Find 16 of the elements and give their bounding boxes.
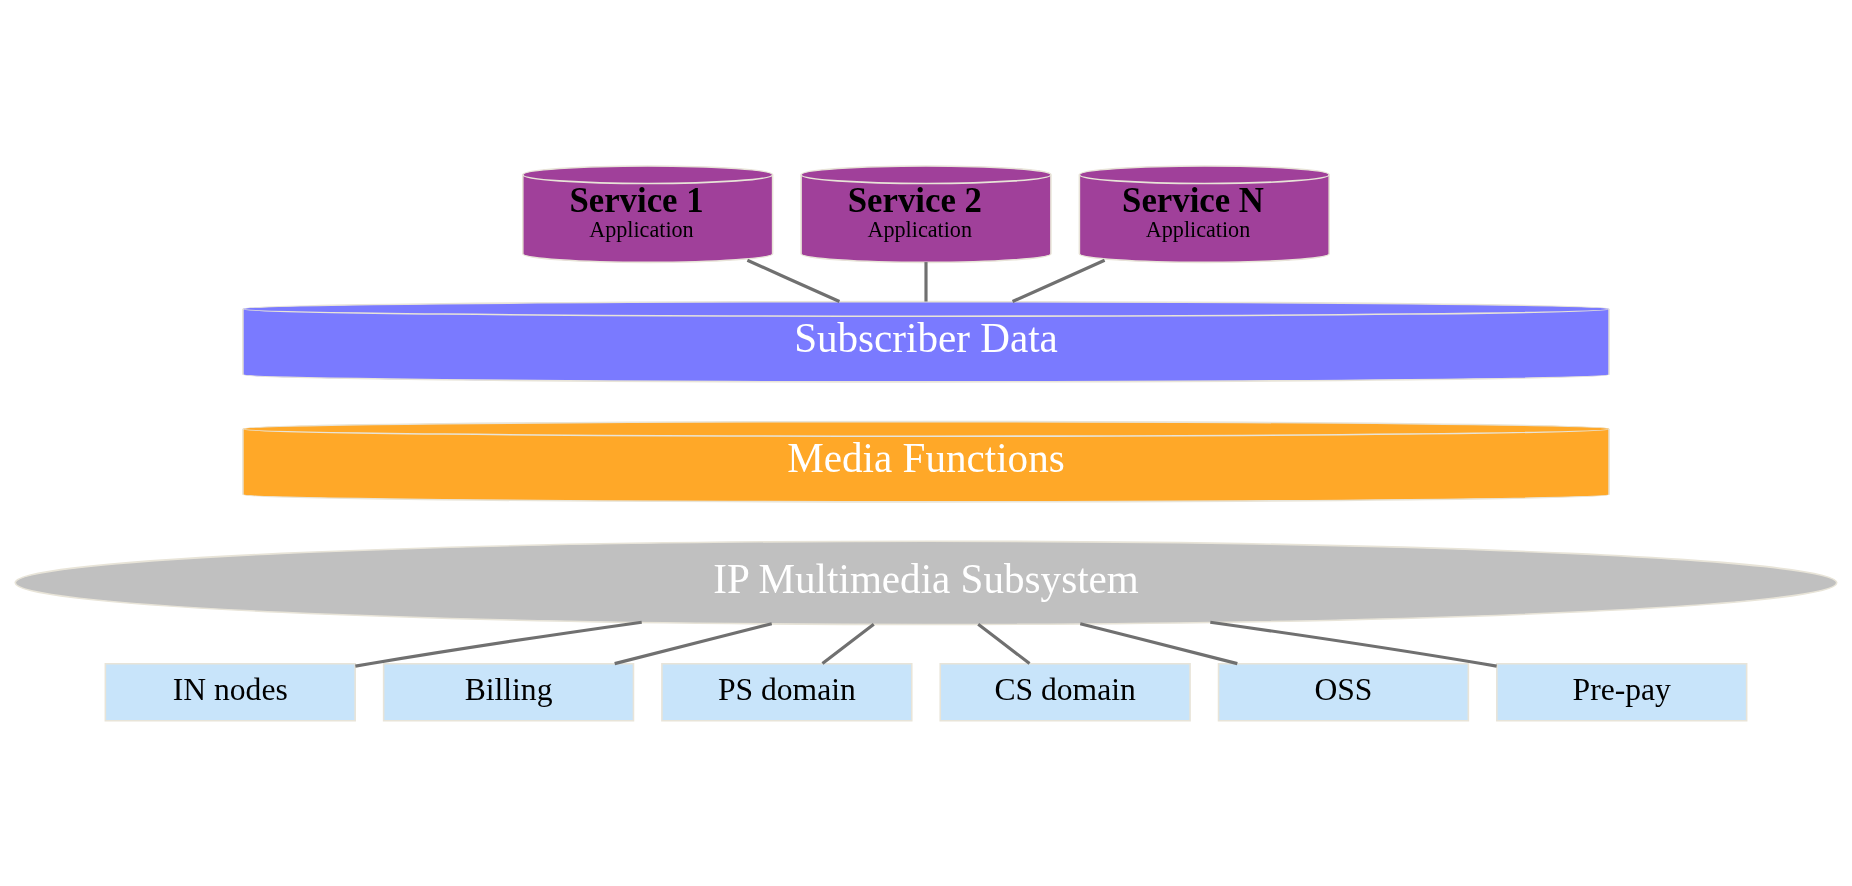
node-box: Billing: [382, 662, 635, 721]
connector: [977, 622, 1031, 665]
connector: [746, 258, 841, 303]
node-box: OSS: [1217, 662, 1470, 721]
connector: [614, 621, 773, 665]
node-box: IN nodes: [104, 662, 356, 721]
node-box: PS domain: [661, 662, 913, 721]
connector: [1011, 258, 1106, 303]
connector: [1210, 620, 1497, 668]
node-box: CS domain: [939, 662, 1191, 721]
connector: [924, 261, 928, 302]
connector: [1079, 621, 1238, 665]
node-ellipse: IP Multimedia Subsystem: [14, 539, 1838, 625]
connector: [821, 622, 875, 665]
node-box: Pre-pay: [1496, 662, 1748, 721]
connector: [355, 620, 642, 668]
